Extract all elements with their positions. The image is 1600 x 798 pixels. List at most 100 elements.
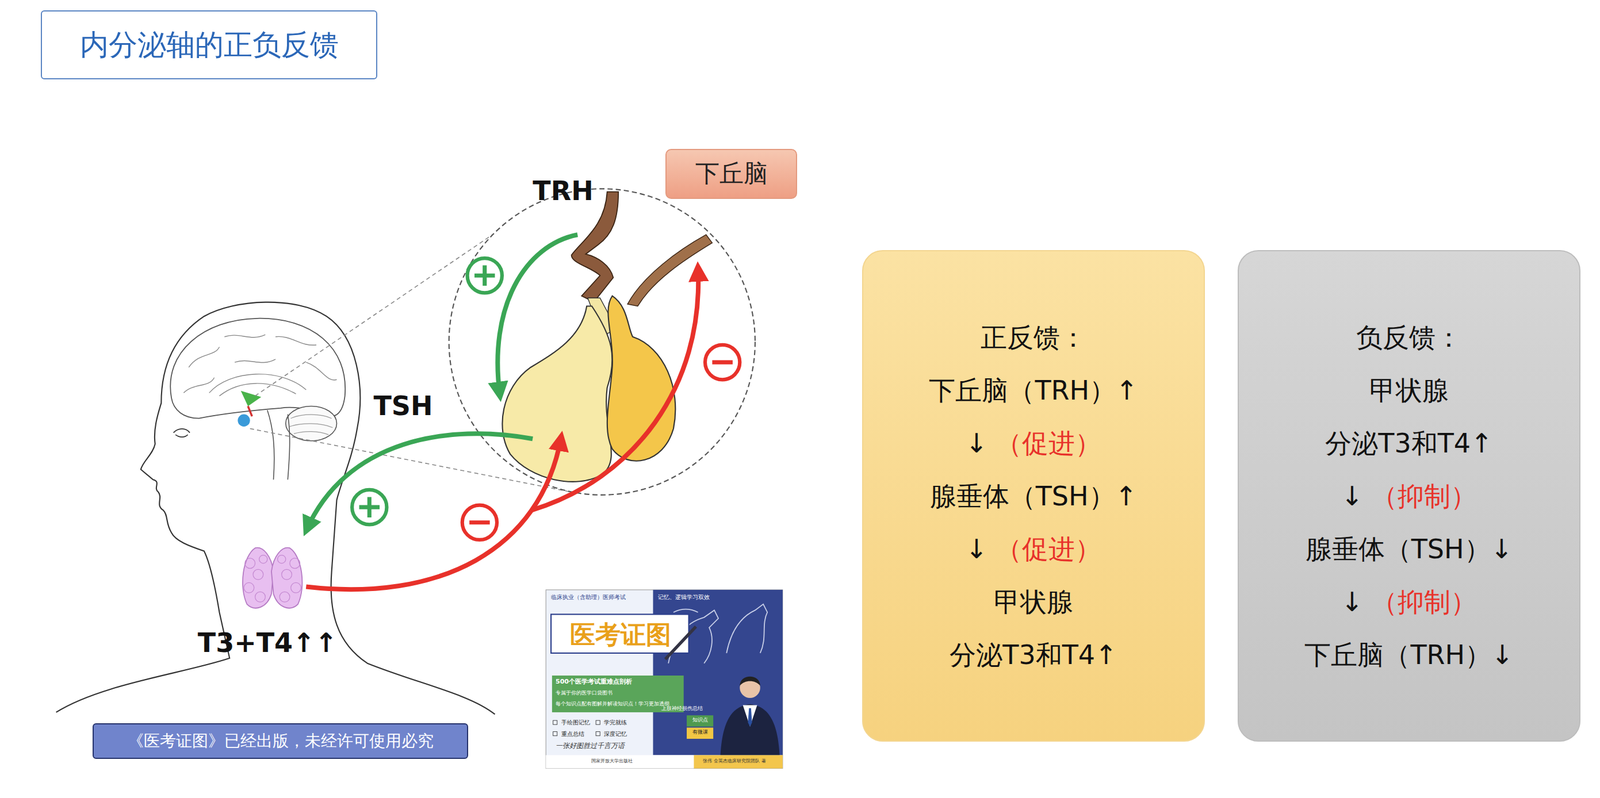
hypothalamus-tag: 下丘脑 [665,148,798,199]
title-box: 内分泌轴的正负反馈 [40,10,378,80]
text-row: 下丘脑（TRH）↑ [928,364,1138,417]
lobule [281,569,293,580]
node-text: 下丘脑 [695,159,768,189]
node-text: 下丘脑（TRH）↑ [928,364,1138,417]
node-content: 正反馈：下丘脑（TRH）↑↓（促进）腺垂体（TSH）↑↓（促进）甲状腺分泌T3和… [928,311,1138,682]
relation-label: （抑制） [1371,469,1477,523]
hypothalamus-stalk [571,192,619,303]
node-text: ↓ [965,522,989,576]
thyroid-lobules [243,555,301,603]
text-row: 甲状腺 [1369,364,1449,417]
book-text: 记忆、逻辑学习双效 [657,594,710,601]
text-row: ↓（促进） [965,522,1102,576]
plus-sign [359,496,380,518]
text-row: 甲状腺 [993,575,1074,629]
book-text: 手绘图记忆 [561,719,591,726]
lobule [279,591,290,603]
book-text: 每个知识点配有图解并解读知识点！学习更加透彻 [555,701,670,708]
book-text: 学完就练 [603,719,627,726]
book-title: 医考证图 [569,621,672,649]
plus-symbol [351,490,387,525]
node-text: 腺垂体（TSH）↑ [929,469,1138,523]
stimulate-arrow [497,234,578,396]
book-bottom-strip [545,755,694,769]
book-slogan: 一张好图胜过千言万语 [555,742,625,750]
plus-sign [474,265,495,286]
eye [173,429,190,438]
text-row: 分泌T3和T4↑ [949,628,1117,682]
text-row: 腺垂体（TSH）↑ [929,469,1138,523]
stalk-mark [247,406,252,417]
minus-symbol [462,505,497,541]
text-row: 分泌T3和T4↑ [1325,416,1493,470]
book-text: 深度记忆 [603,730,627,738]
thyroid-lobe [271,548,303,609]
panel-heading: 正反馈： [980,311,1087,365]
book-bottom-strip [693,755,783,769]
text-row: ↓（抑制） [1341,469,1478,523]
checkbox [553,732,558,737]
lobule [243,582,255,593]
node-content: 负反馈：甲状腺分泌T3和T4↑↓（抑制）腺垂体（TSH）↓↓（抑制）下丘脑（TR… [1304,311,1514,682]
pituitary-mark [237,414,250,427]
node-text: 腺垂体（TSH）↓ [1305,522,1513,576]
book-title-banner [550,614,690,654]
posterior-pituitary [607,296,676,462]
book-text: 专属于你的医学口袋图书 [555,690,613,697]
checkbox [595,732,600,737]
brain-gyri [183,334,337,396]
hormone-label: TRH [532,176,593,206]
text-row: 下丘脑（TRH）↓ [1304,628,1514,682]
lobule [245,558,256,569]
brainstem [267,410,290,481]
minus-ring [462,505,497,541]
book-tag [686,715,714,727]
book-ground [545,590,783,769]
text-row: 下丘脑 [695,159,768,189]
node-text: 分泌T3和T4↑ [1325,416,1493,470]
hormone-label: TSH [373,391,433,421]
lobule [277,555,286,564]
node-text: 下丘脑（TRH）↓ [1304,628,1514,682]
relation-label: （促进） [995,416,1102,470]
inhibit-arrow [531,267,699,511]
book-tag-text: 知识点 [692,717,708,724]
checkbox [553,720,558,725]
thyroid-lobe [242,548,274,609]
text-row: ↓（抑制） [1341,575,1478,629]
author-shirt [743,705,758,727]
text-row: 《医考证图》已经出版，未经许可使用必究 [127,731,434,752]
book-author: 张伟 金英杰临床研究院团队 著 [702,759,766,765]
minus-symbol [705,345,740,380]
negative-feedback-panel: 负反馈：甲状腺分泌T3和T4↑↓（抑制）腺垂体（TSH）↓↓（抑制）下丘脑（TR… [1237,250,1581,742]
node-content: 《医考证图》已经出版，未经许可使用必究 [127,731,434,752]
hormone-label: T3+T4↑↑ [197,628,338,658]
inhibit-arrow [305,437,562,591]
hypothalamus-mark [240,391,262,407]
book-text: 上肢神经损伤总结 [661,706,703,713]
minus-sign [712,360,733,365]
panel-heading: 负反馈： [1356,311,1462,365]
minus-sign [469,520,490,525]
node-text: 分泌T3和T4↑ [949,628,1117,682]
author-tie [748,708,753,727]
head-outline [56,302,496,715]
plus-ring [351,490,387,525]
author-hair [739,676,760,687]
node-content: 下丘脑 [695,159,768,189]
text-row: 正反馈： [980,311,1087,365]
lobule [259,555,268,564]
relation-label: （促进） [995,522,1102,576]
relation-label: （抑制） [1371,575,1477,629]
cerebellum [285,406,338,441]
book-tag [686,728,714,740]
node-text: 甲状腺 [1369,364,1449,417]
node-text: 《医考证图》已经出版，未经许可使用必究 [127,731,434,752]
lobule [255,591,266,603]
node-text: ↓ [1341,469,1364,523]
text-row: 负反馈： [1356,311,1462,365]
node-text: 甲状腺 [993,575,1074,629]
book-publisher: 国家开放大学出版社 [591,759,633,765]
